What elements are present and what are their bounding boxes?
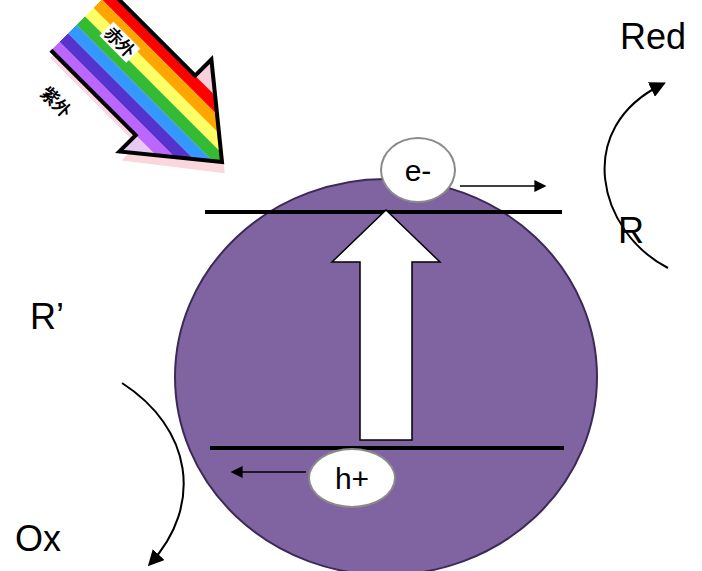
excitation-arrow: [332, 210, 440, 440]
reactant-label: R’: [30, 296, 64, 337]
light-arrow: [31, 0, 278, 219]
product-label: Red: [620, 16, 686, 57]
semiconductor-particle: [175, 179, 597, 571]
node-text: h+: [335, 462, 369, 495]
reduction-arrow: [605, 84, 668, 268]
node-text: e-: [405, 154, 432, 187]
infrared-label: 赤外: [100, 22, 141, 63]
hole-circle: h+: [308, 448, 396, 508]
hole-transfer-arrow: [233, 471, 306, 473]
product-label: Ox: [15, 518, 61, 559]
ultraviolet-label: 紫外: [36, 82, 77, 123]
electron-transfer-arrow: [460, 185, 544, 187]
valence-band: [210, 446, 564, 450]
oxidation-arrow: [122, 383, 184, 564]
electron-circle: e-: [380, 137, 456, 203]
reactant-label: R: [618, 210, 644, 251]
